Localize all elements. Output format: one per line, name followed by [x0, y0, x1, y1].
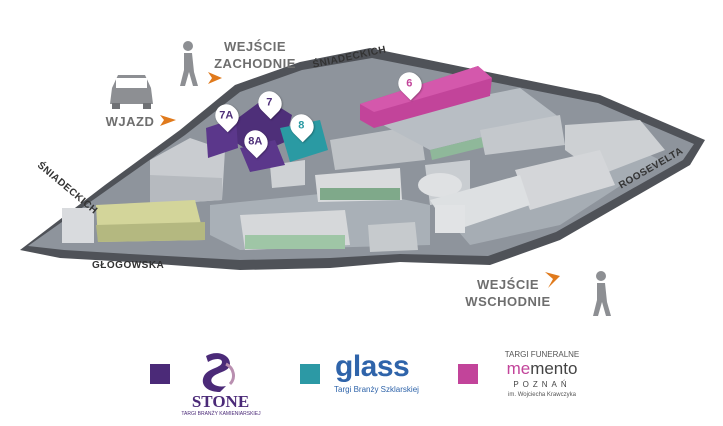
pavilion-6-roof [360, 66, 492, 112]
pin-label-7: 7 [266, 96, 273, 109]
pin-label-6: 6 [406, 77, 413, 90]
stone-name: STONE [191, 392, 250, 411]
glass-tagline: Targi Branży Szklarskiej [334, 385, 419, 394]
legend-swatch-memento [458, 364, 478, 384]
street-glogowska: GŁOGOWSKA [92, 260, 165, 271]
arrow-icon [545, 272, 560, 288]
car-icon [110, 75, 153, 109]
vehicle-entry-label: WJAZD [105, 114, 155, 129]
pedestrian-icon [180, 41, 198, 86]
memento-tagline: im. Wojciecha Krawczyka [508, 392, 576, 398]
memento-line1: TARGI FUNERALNE [504, 350, 580, 359]
pin-label-7a: 7A [219, 109, 234, 122]
stone-tagline: TARGI BRANŻY KAMIENIARSKIEJ [181, 411, 261, 417]
memento-name: memento [493, 359, 591, 379]
east-entrance-label: WEJŚCIE WSCHODNIE [465, 277, 551, 309]
pin-label-8: 8 [298, 119, 305, 132]
pedestrian-icon [593, 271, 611, 316]
pin-label-8a: 8A [248, 135, 263, 148]
legend-swatch-glass [300, 364, 320, 384]
arrow-icon [160, 115, 176, 126]
memento-city: POZNAŃ [513, 380, 571, 389]
legend-swatch-stone [150, 364, 170, 384]
arrow-icon [208, 72, 222, 84]
glass-name: glass [335, 350, 410, 383]
memento-name-mento: mento [530, 359, 578, 378]
west-entrance-label: WEJŚCIE ZACHODNIE [214, 39, 296, 71]
buildings [62, 88, 665, 252]
memento-name-me: me [506, 359, 531, 378]
stone-logo-icon [202, 353, 235, 392]
